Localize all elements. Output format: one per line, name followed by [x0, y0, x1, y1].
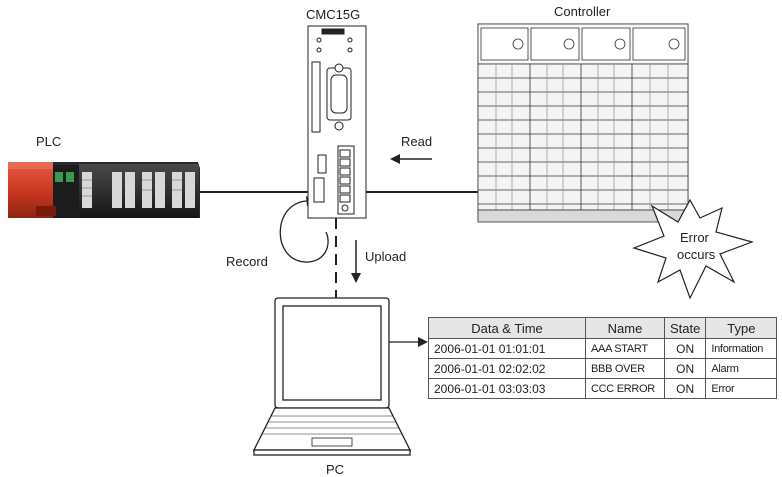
cell-type: Error: [705, 378, 778, 399]
log-table: Data & Time Name State Type 2006-01-01 0…: [428, 317, 778, 399]
cell-name: AAA START: [585, 338, 665, 359]
cell-name: BBB OVER: [585, 358, 665, 379]
laptop-pc: [252, 297, 412, 456]
table-row: 2006-01-01 03:03:03 CCC ERROR ON Error: [428, 378, 778, 399]
cell-name: CCC ERROR: [585, 378, 665, 399]
controller-label: Controller: [554, 4, 611, 19]
table-arrow: [384, 337, 428, 347]
error-label-line2: occurs: [677, 247, 716, 262]
connection-lines: [200, 191, 478, 298]
table-row: 2006-01-01 01:01:01 AAA START ON Informa…: [428, 338, 778, 359]
cell-datetime: 2006-01-01 03:03:03: [428, 378, 586, 399]
cell-datetime: 2006-01-01 01:01:01: [428, 338, 586, 359]
cell-state: ON: [663, 378, 707, 399]
read-label: Read: [401, 134, 433, 149]
column-header-type: Type: [705, 317, 778, 339]
upload-arrow: [351, 240, 361, 283]
table-row: 2006-01-01 02:02:02 BBB OVER ON Alarm: [428, 358, 778, 379]
plc-device: [8, 162, 200, 218]
column-header-name: Name: [585, 317, 665, 339]
column-header-datetime: Data & Time: [428, 317, 586, 339]
cell-type: Information: [705, 338, 778, 359]
error-burst: [632, 198, 754, 300]
cmc15g-label: CMC15G: [306, 7, 361, 22]
cell-datetime: 2006-01-01 02:02:02: [428, 358, 586, 379]
error-label-line1: Error: [680, 230, 709, 245]
read-arrow: [390, 154, 432, 164]
plc-label: PLC: [36, 134, 62, 149]
cell-state: ON: [663, 338, 707, 359]
cell-type: Alarm: [705, 358, 778, 379]
record-label: Record: [226, 254, 268, 269]
pc-label: PC: [326, 462, 345, 477]
controller-rack: [477, 23, 689, 223]
column-header-state: State: [663, 317, 707, 339]
cell-state: ON: [663, 358, 707, 379]
upload-label: Upload: [365, 249, 407, 264]
table-header-row: Data & Time Name State Type: [428, 317, 778, 339]
cmc15g-module: [307, 25, 367, 219]
